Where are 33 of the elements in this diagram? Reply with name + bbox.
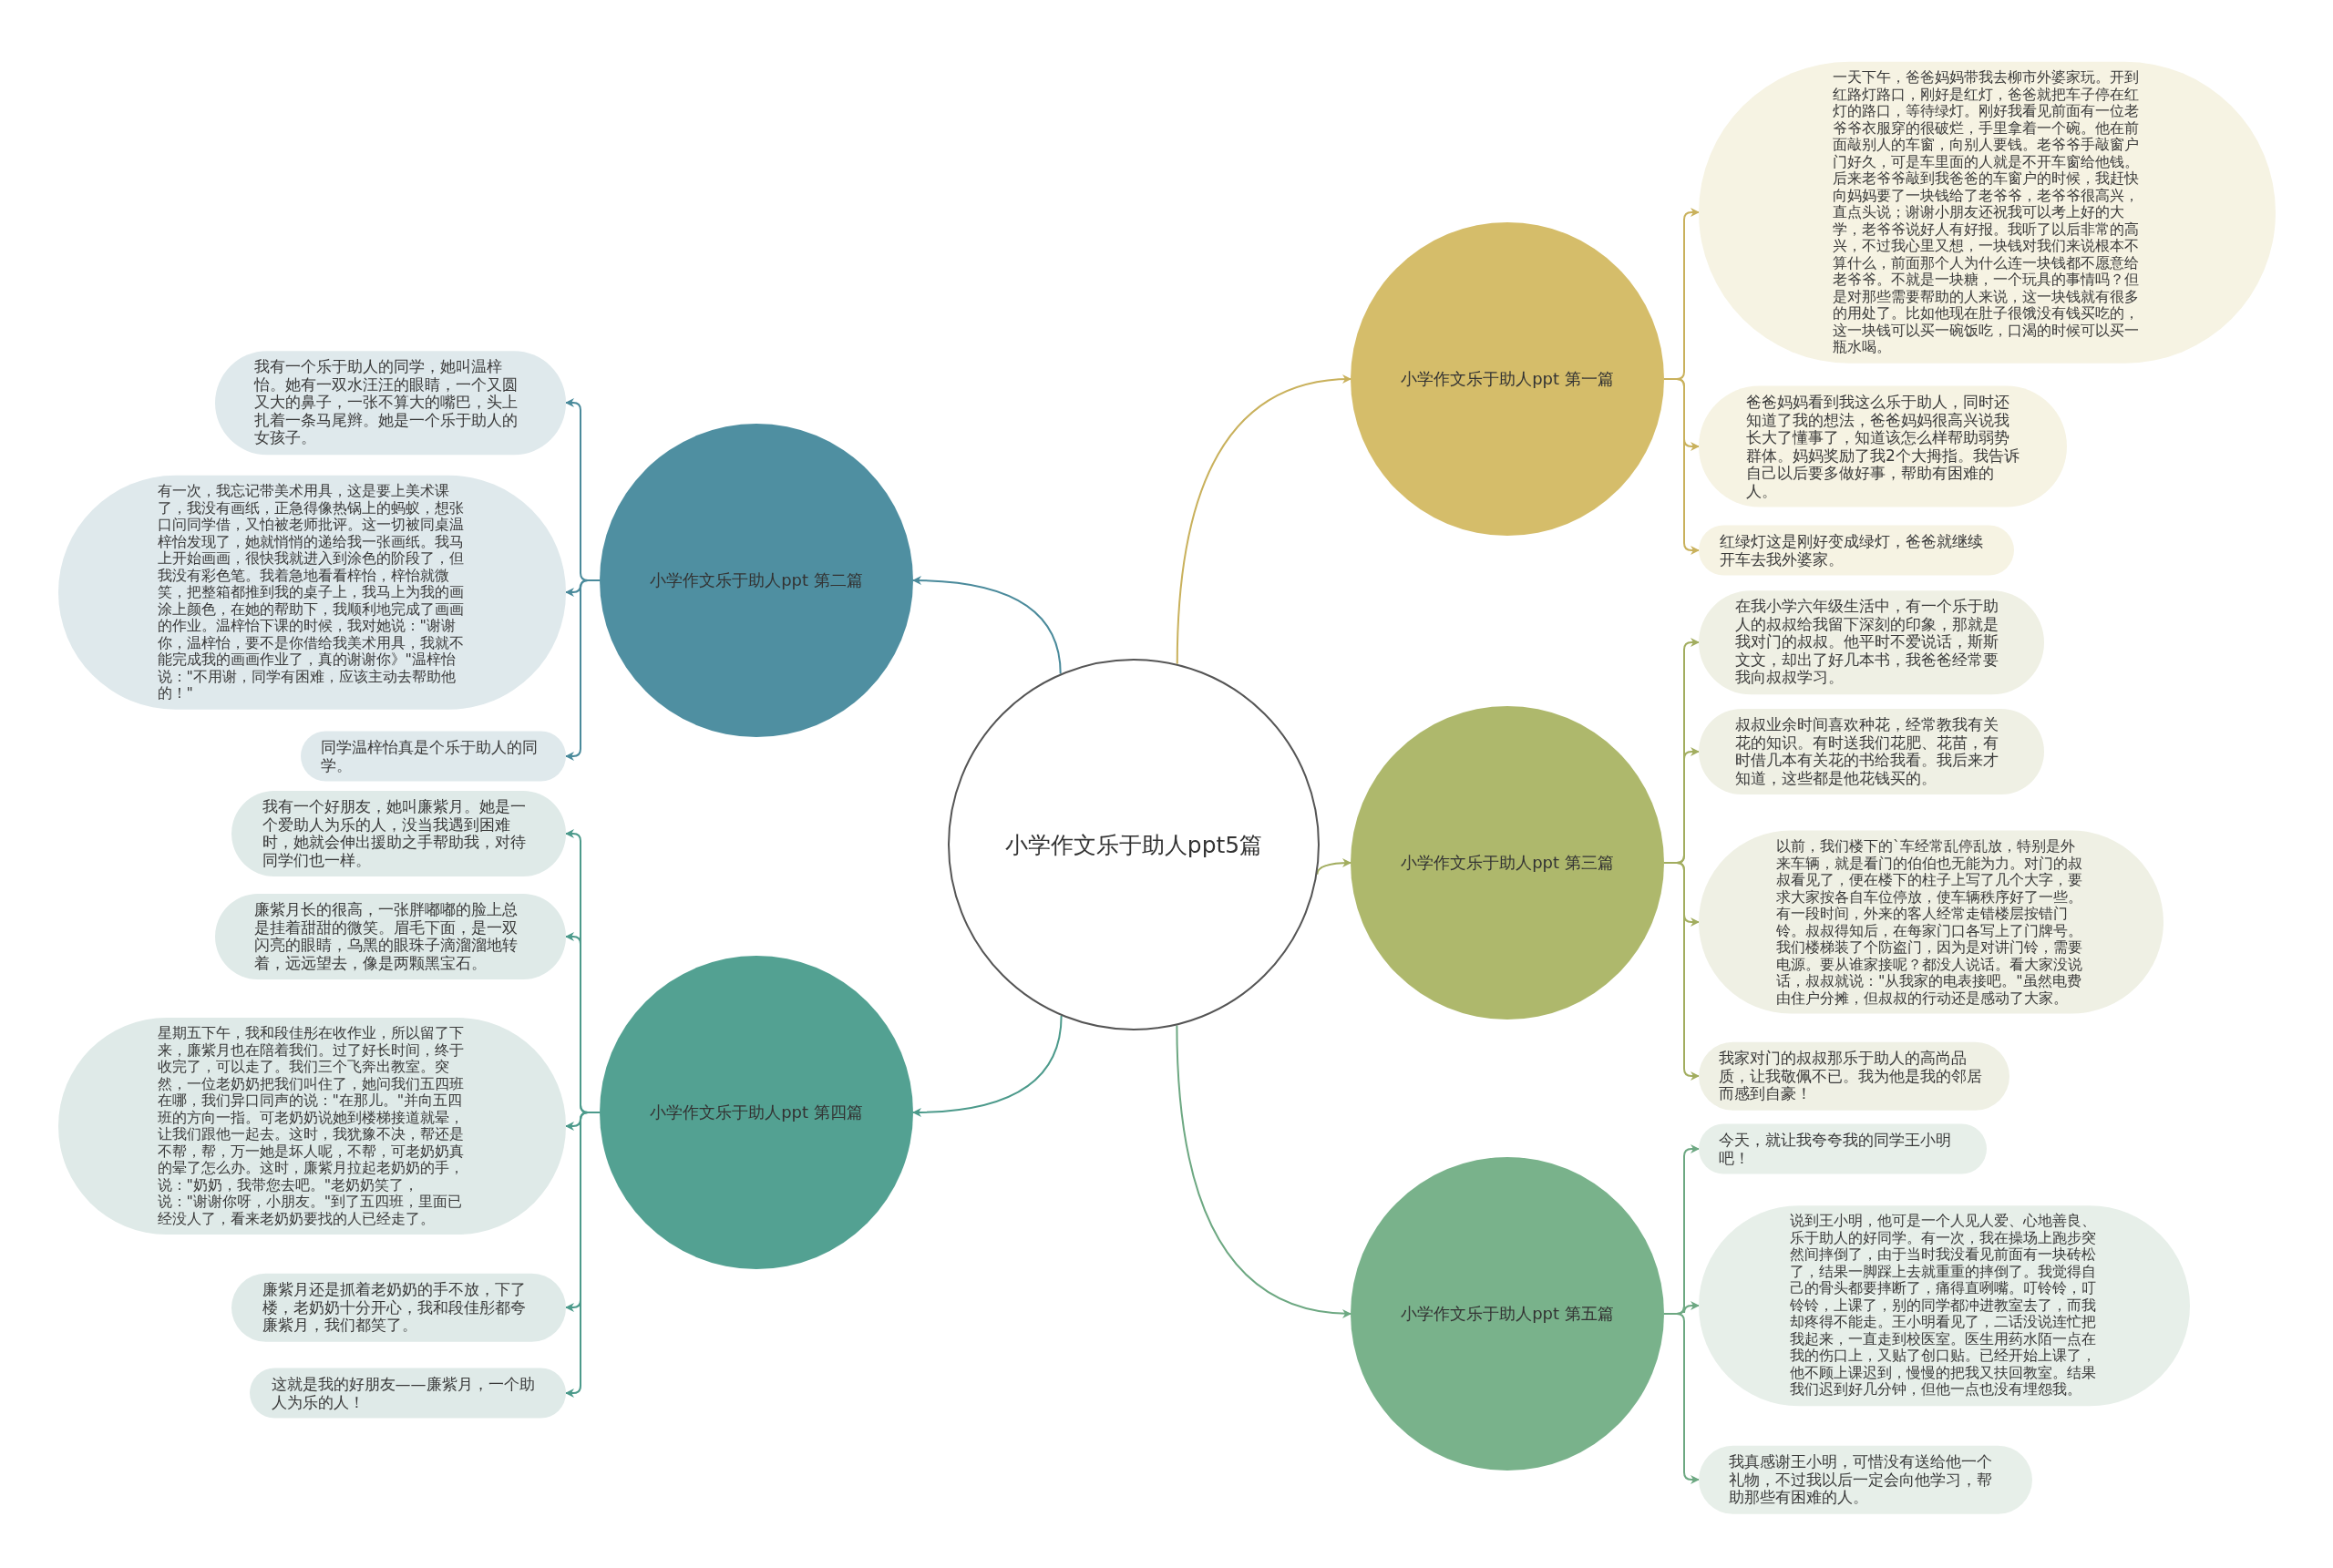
text-bubble: 廉紫月还是抓着老奶奶的手不放，下了楼，老奶奶十分开心，我和段佳彤都夸廉紫月，我们都笑了。 [231,1273,566,1342]
connector-arrow [1176,1024,1351,1318]
text-bubble: 一天下午，爸爸妈妈带我去柳市外婆家玩。开到红路灯路口，刚好是红灯，爸爸就把车子停在红灯的路口，等待绿灯。刚好我看见前面有一位老爷爷衣服穿的很破烂，手里拿着一个碗。他在前面敲别人的车窗，向别人要钱。老爷爷手敲窗户门好久，可是车里面的人就是不开车窗给他钱。后来老爷爷敲到我爸爸的车窗户的时候，我赶快向妈妈要了一块钱给了老爷爷，老爷爷很高兴，直点头说；谢谢小朋友还祝我可以考上好的大学，老爷爷说好人有好报。我听了以后非常的高兴，不过我心里又想，一块钱对我们来说根本不算什么，前面那个人为什么连一块钱都不愿意给老爷爷。不就是一块糖，一个玩具的事情吗？但是对那些需要帮助的人来说，这一块钱就有很多的用处了。比如他现在肚子很饿没有钱买吃的，这一块钱可以买一碗饭吃，口渴的时候可以买一瓶水喝。 [1699,61,2276,364]
connector-arrow [912,1014,1063,1117]
text-bubble: 这就是我的好朋友——廉紫月，一个助人为乐的人！ [250,1368,566,1419]
text-bubble: 我真感谢王小明，可惜没有送给他一个礼物，不过我以后一定会向他学习，帮助那些有困难的人。 [1699,1445,2032,1514]
connector-arrow [1176,374,1351,665]
text-bubble: 我有一个好朋友，她叫廉紫月。她是一个爱助人为乐的人，没当我遇到困难时，她就会伸出援助之手帮助我，对待同学们也一样。 [231,791,566,876]
topic-circle: 小学作文乐于助人ppt 第三篇 [1351,706,1664,1020]
text-bubble: 有一次，我忘记带美术用具，这是要上美术课了，我没有画纸，正急得像热锅上的蚂蚁，想张口问同学借，又怕被老师批评。这一切被同桌温梓怡发现了，她就悄悄的递给我一张画纸。我马上开始画画，很快我就进入到涂色的阶段了，但我没有彩色笔。我着急地看看梓怡，梓怡就微笑，把整箱都推到我的桌子上，我马上为我的画涂上颜色，在她的帮助下，我顺利地完成了画画的作业。温梓怡下课的时候，我对她说："谢谢你，温梓怡，要不是你借给我美术用具，我就不能完成我的画画作业了，真的谢谢你》"温梓怡说："不用谢，同学有困难，应该主动去帮助他的！" [58,475,566,710]
text-bubble: 星期五下午，我和段佳彤在收作业，所以留了下来，廉紫月也在陪着我们。过了好长时间，终于收完了，可以走了。我们三个飞奔出教室。突然，一位老奶奶把我们叫住了，她问我们五四班在哪，我们异口同声的说："在那儿。"并向五四班的方向一指。可老奶奶说她到楼梯接道就晕，让我们跟他一起去。这时，我犹豫不决，帮还是不帮，帮，万一她是坏人呢，不帮，可老奶奶真的晕了怎么办。这时，廉紫月拉起老奶奶的手，说："奶奶，我带您去吧。"老奶奶笑了，说："谢谢你呀，小朋友。"到了五四班，里面已经没人了，看来老奶奶要找的人已经走了。 [58,1018,566,1235]
topic-circle: 小学作文乐于助人ppt 第一篇 [1351,222,1664,536]
connector-arrow [1663,378,1700,555]
text-bubble: 红绿灯这是刚好变成绿灯，爸爸就继续开车去我外婆家。 [1699,525,2014,576]
text-bubble: 叔叔业余时间喜欢种花，经常教我有关花的知识。有时送我们花肥、花苗，有时借几本有关花的书给我看。我后来才知道，这些都是他花钱买的。 [1699,709,2044,794]
connector-arrow [565,579,601,761]
topic-circle: 小学作文乐于助人ppt 第四篇 [600,956,913,1269]
connector-arrow [1663,862,1700,1081]
text-bubble: 爸爸妈妈看到我这么乐于助人，同时还知道了我的想法，爸爸妈妈很高兴说我长大了懂事了，知道该怎么样帮助弱势群体。妈妈奖励了我2个大拇指。我告诉自己以后要多做好事，帮助有困难的人。 [1699,385,2067,507]
topic-circle: 小学作文乐于助人ppt 第二篇 [600,424,913,737]
text-bubble: 我有一个乐于助人的同学，她叫温梓怡。她有一双水汪汪的眼睛，一个又圆又大的鼻子，一张不算大的嘴巴，头上扎着一条马尾辫。她是一个乐于助人的女孩子。 [215,351,566,455]
connector-arrow [565,1112,601,1398]
text-bubble: 以前，我们楼下的`车经常乱停乱放，特别是外来车辆，就是看门的伯伯也无能为力。对门的叔叔看见了，便在楼下的柱子上写了几个大字，要求大家按各自车位停放，使车辆秩序好了一些。有一段时间，外来的客人经常走错楼层按错门铃。叔叔得知后，在每家门口各写上了门牌号。我们楼梯装了个防盗门，因为是对讲门铃，需要电源。要从谁家接呢？都没人说话。看大家没说话，叔叔就说："从我家的电表接吧。"虽然电费由住户分摊，但叔叔的行动还是感动了大家。 [1699,830,2163,1014]
text-bubble: 廉紫月长的很高，一张胖嘟嘟的脸上总是挂着甜甜的微笑。眉毛下面，是一双闪亮的眼睛，乌黑的眼珠子滴溜溜地转着，远远望去，像是两颗黑宝石。 [215,894,566,979]
center-circle: 小学作文乐于助人ppt5篇 [948,659,1320,1030]
connector-arrow [912,576,1062,675]
text-bubble: 今天，就让我夸夸我的同学王小明吧！ [1699,1123,1987,1174]
text-bubble: 说到王小明，他可是一个人见人爱、心地善良、乐于助人的好同学。有一次，我在操场上跑步突然间摔倒了，由于当时我没看见前面有一块砖松了，结果一脚踩上去就重重的摔倒了。我觉得自己的骨头都要摔断了，痛得直咧嘴。叮铃铃，叮铃铃，上课了，别的同学都冲进教室去了，而我却疼得不能走。王小明看见了，二话没说连忙把我起来，一直走到校医室。医生用药水陌一点在我的伤口上，又贴了创口贴。已经开始上课了，他不顾上课迟到，慢慢的把我又扶回教室。结果我们迟到好几分钟，但他一点也没有埋怨我。 [1699,1205,2190,1406]
topic-circle: 小学作文乐于助人ppt 第五篇 [1351,1157,1664,1471]
text-bubble: 在我小学六年级生活中，有一个乐于助人的叔叔给我留下深刻的印象，那就是我对门的叔叔。他平时不爱说话，斯斯文文，却出了好几本书，我爸爸经常要我向叔叔学习。 [1699,590,2044,694]
text-bubble: 我家对门的叔叔那乐于助人的高尚品质，让我敬佩不已。我为他是我的邻居而感到自豪！ [1699,1041,2009,1111]
text-bubble: 同学温梓怡真是个乐于助人的同学。 [301,731,566,782]
connector-arrow [1663,1313,1700,1484]
